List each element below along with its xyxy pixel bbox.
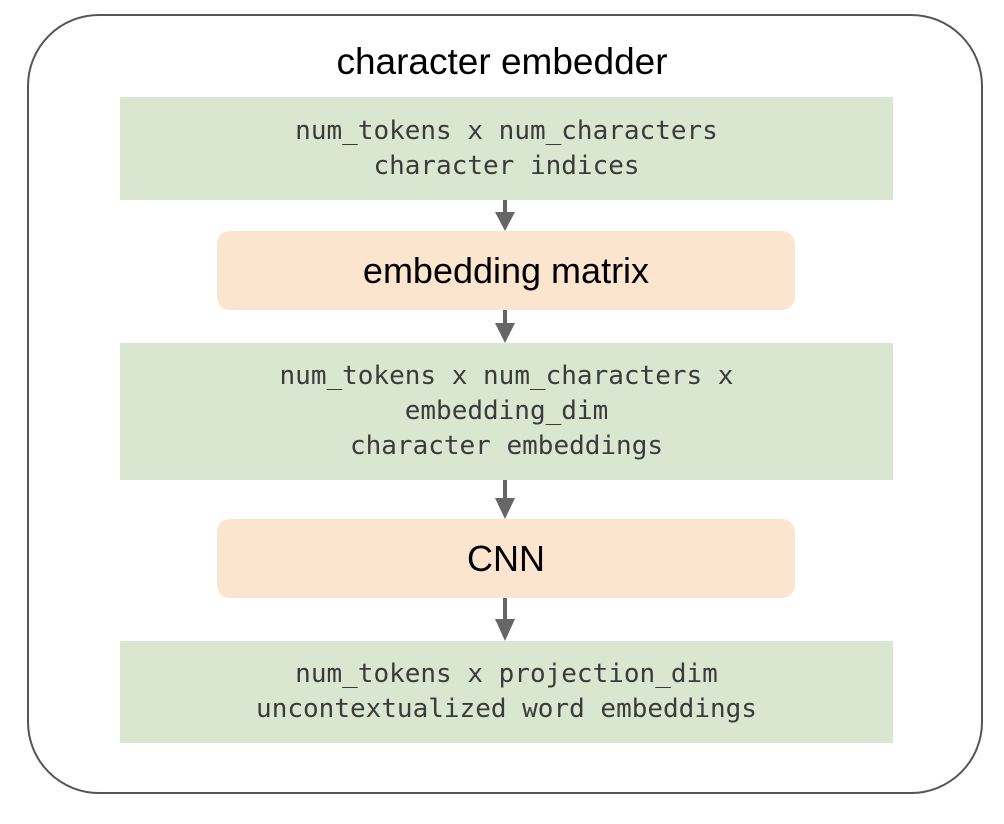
arrow-down-icon — [494, 310, 516, 343]
arrow-down-icon — [494, 598, 516, 641]
tensor-node-label: num_tokens x projection_dim uncontextual… — [256, 659, 757, 724]
tensor-node-character-embeddings: num_tokens x num_characters x embedding_… — [120, 343, 893, 480]
operation-node-label: CNN — [467, 537, 545, 579]
operation-node-cnn[interactable]: CNN — [217, 519, 795, 598]
arrow-down-icon — [494, 200, 516, 231]
page-title: character embedder — [336, 41, 668, 82]
operation-node-embedding-matrix[interactable]: embedding matrix — [217, 231, 795, 310]
arrow-down-icon — [494, 480, 516, 519]
tensor-node-word-embeddings: num_tokens x projection_dim uncontextual… — [120, 641, 893, 743]
tensor-node-character-indices: num_tokens x num_characters character in… — [120, 97, 893, 200]
character-embedder-frame — [27, 14, 983, 794]
operation-node-label: embedding matrix — [362, 249, 650, 291]
tensor-node-label: num_tokens x num_characters x embedding_… — [279, 361, 734, 461]
tensor-node-label: num_tokens x num_characters character in… — [295, 115, 718, 181]
